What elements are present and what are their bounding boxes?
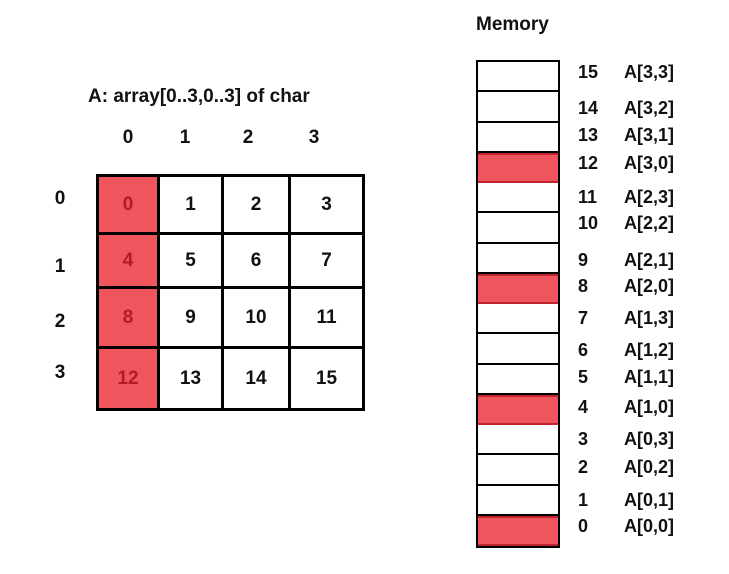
memory-element-label: A[1,2] (624, 340, 675, 361)
array-cell-3-1: 13 (157, 346, 221, 408)
memory-address: 5 (578, 366, 589, 387)
array-cell-1-0: 4 (96, 232, 157, 286)
memory-slot-7 (478, 304, 558, 335)
memory-element-label: A[1,0] (624, 396, 675, 417)
row-header-1: 1 (54, 256, 66, 277)
array-cell-0-3: 3 (288, 174, 362, 232)
array-cell-1-3: 7 (288, 232, 362, 286)
memory-slot-3 (478, 425, 558, 456)
memory-element-label: A[3,3] (624, 62, 675, 82)
column-header-0: 0 (122, 127, 134, 148)
memory-address: 0 (578, 515, 589, 536)
row-header-3: 3 (54, 362, 66, 383)
array-cell-1-1: 5 (157, 232, 221, 286)
array-declaration-title: A: array[0..3,0..3] of char (88, 86, 310, 107)
memory-slot-1 (478, 486, 558, 516)
memory-slot-11 (478, 183, 558, 214)
memory-element-label: A[2,1] (624, 249, 675, 270)
memory-element-label: A[0,1] (624, 489, 675, 510)
memory-slot-15 (478, 62, 558, 93)
array-cell-3-2: 14 (221, 346, 288, 408)
memory-address: 11 (578, 187, 598, 207)
memory-column (476, 60, 560, 548)
memory-address: 9 (578, 249, 589, 270)
memory-address: 12 (578, 152, 599, 173)
memory-address: 13 (578, 124, 599, 145)
memory-address: 7 (578, 308, 589, 328)
memory-slot-8 (478, 273, 558, 304)
memory-address: 15 (578, 62, 599, 82)
row-header-2: 2 (54, 311, 66, 332)
memory-address: 3 (578, 429, 589, 449)
memory-address: 6 (578, 340, 589, 361)
memory-element-label: A[3,1] (624, 124, 675, 145)
memory-slot-14 (478, 92, 558, 123)
memory-element-label: A[0,0] (624, 515, 675, 536)
memory-title: Memory (476, 14, 549, 35)
memory-slot-12 (478, 152, 558, 183)
array-cell-0-2: 2 (221, 174, 288, 232)
row-header-0: 0 (54, 188, 66, 209)
memory-element-label: A[2,3] (624, 187, 675, 207)
memory-slot-4 (478, 394, 558, 425)
memory-element-label: A[1,1] (624, 366, 675, 387)
memory-element-label: A[0,3] (624, 429, 675, 449)
memory-element-label: A[0,2] (624, 457, 675, 478)
array-cell-3-0: 12 (96, 346, 157, 408)
memory-address: 1 (578, 489, 589, 510)
memory-element-label: A[3,2] (624, 98, 675, 119)
memory-address: 14 (578, 98, 599, 119)
memory-slot-2 (478, 455, 558, 486)
memory-element-label: A[3,0] (624, 152, 675, 173)
array-cell-2-0: 8 (96, 286, 157, 346)
memory-address: 10 (578, 213, 599, 234)
array-cell-1-2: 6 (221, 232, 288, 286)
memory-element-label: A[2,0] (624, 275, 675, 296)
array-cell-2-1: 9 (157, 286, 221, 346)
array-cell-3-3: 15 (288, 346, 362, 408)
column-header-3: 3 (308, 127, 320, 148)
memory-address: 8 (578, 275, 589, 296)
array-cell-0-0: 0 (96, 174, 157, 232)
memory-slot-13 (478, 123, 558, 153)
column-header-2: 2 (242, 127, 254, 148)
memory-address: 2 (578, 457, 589, 478)
memory-slot-6 (478, 334, 558, 365)
array-cell-2-3: 11 (288, 286, 362, 346)
memory-element-label: A[2,2] (624, 213, 675, 234)
memory-address: 4 (578, 396, 589, 417)
memory-slot-9 (478, 244, 558, 274)
memory-element-label: A[1,3] (624, 308, 675, 328)
column-header-1: 1 (179, 127, 191, 148)
memory-slot-10 (478, 213, 558, 244)
array-cell-2-2: 10 (221, 286, 288, 346)
memory-slot-0 (478, 515, 558, 546)
array-cell-0-1: 1 (157, 174, 221, 232)
memory-slot-5 (478, 365, 558, 395)
